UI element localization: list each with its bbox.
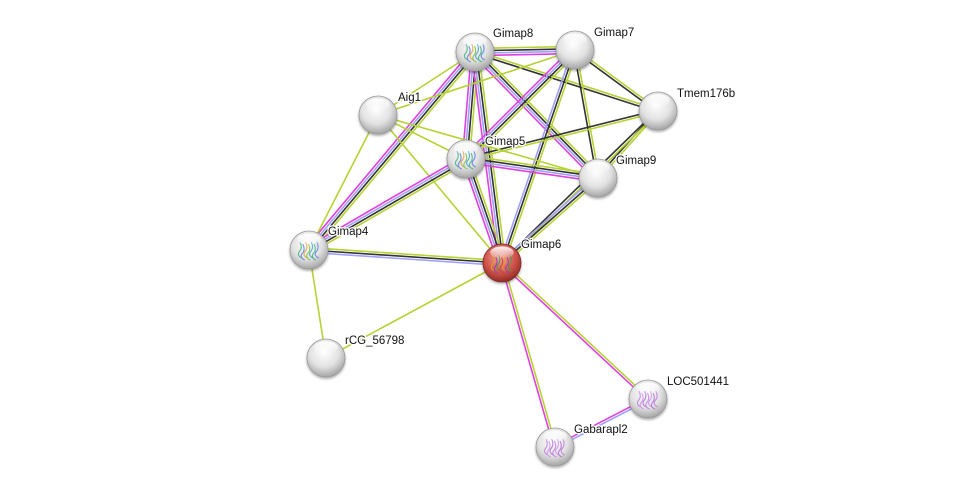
edge-line-textmining: [466, 154, 599, 176]
node-gloss: [454, 142, 478, 155]
edge-Gimap6-LOC501441[interactable]: [500, 261, 650, 401]
edge-Gimap6-rCG_56798[interactable]: [325, 262, 503, 359]
node-Gimap9[interactable]: Gimap9: [578, 154, 658, 198]
node-gloss: [366, 98, 390, 111]
edge-line-homology: [307, 50, 475, 250]
edge-line-textmining: [377, 49, 576, 116]
edge-Gimap7-Gimap9[interactable]: [573, 49, 600, 179]
edge-line-textmining: [503, 179, 601, 266]
edge-line-textmining: [477, 48, 602, 177]
edge-Gimap4-Gimap6[interactable]: [308, 246, 503, 267]
edge-line-textmining: [309, 246, 503, 262]
node-label: rCG_56798: [345, 335, 404, 347]
edge-Gimap7-Gimap5[interactable]: [462, 46, 579, 163]
edge-line-coexpression: [475, 50, 600, 178]
edge-line-homology: [307, 157, 466, 250]
protein-structure-icon: [543, 438, 566, 458]
edge-Gimap5-Gimap4[interactable]: [306, 155, 469, 254]
node-gloss: [490, 246, 514, 259]
node-label: Aig1: [398, 92, 421, 104]
edge-line-coexpression: [501, 177, 599, 264]
edge-line-homology: [464, 48, 575, 159]
edge-line-experiments: [306, 155, 465, 248]
edge-Gimap7-Gimap6[interactable]: [498, 48, 579, 265]
edge-line-coexpression: [465, 109, 658, 159]
node-label: LOC501441: [667, 376, 729, 388]
edge-line-experiments: [500, 263, 555, 448]
node-gloss: [563, 33, 587, 46]
node-Gimap6[interactable]: Gimap6: [482, 238, 563, 283]
edge-line-homology: [473, 52, 598, 180]
edge-line-coexpression: [309, 52, 477, 252]
node-gloss: [646, 94, 670, 107]
edge-line-homology: [498, 48, 574, 263]
node-label: Gimap7: [594, 27, 634, 39]
edge-line-coexpression: [573, 50, 598, 179]
edge-line-textmining: [477, 51, 507, 263]
edge-line-textmining: [502, 261, 650, 399]
edge-line-textmining: [466, 111, 659, 161]
edge-line-textmining: [467, 51, 579, 163]
edge-Aig1-Gimap6[interactable]: [377, 114, 503, 264]
edge-line-experiments: [500, 263, 648, 401]
node-Gimap5[interactable]: Gimap5: [446, 135, 527, 179]
edge-line-textmining: [325, 262, 503, 359]
edge-line-textmining: [308, 114, 379, 251]
edge-Gimap8-Gimap4[interactable]: [305, 49, 479, 253]
node-label: Gimap6: [521, 239, 561, 251]
edge-Gimap8-Gimap9[interactable]: [471, 48, 602, 182]
edge-line-homology: [499, 175, 597, 262]
node-rCG_56798[interactable]: rCG_56798: [306, 334, 406, 378]
edges-layer: [305, 45, 660, 449]
node-gloss: [586, 161, 610, 174]
edge-line-experiments: [305, 49, 473, 249]
edge-Gimap6-Gabarapl2[interactable]: [500, 262, 557, 448]
edge-Gimap5-Gimap9[interactable]: [465, 154, 599, 183]
node-label: Gimap5: [485, 136, 525, 148]
node-Gimap7[interactable]: Gimap7: [555, 26, 636, 70]
node-label: Tmem176b: [677, 88, 735, 100]
node-label: Gimap4: [328, 226, 369, 238]
node-Gimap4[interactable]: Gimap4: [289, 225, 370, 270]
edge-line-textmining: [377, 114, 599, 179]
edge-line-coexpression: [466, 50, 577, 161]
edge-line-textmining: [310, 161, 469, 254]
node-Gabarapl2[interactable]: Gabarapl2: [535, 423, 629, 467]
node-gloss: [543, 430, 567, 443]
edge-line-experiments: [465, 161, 598, 183]
node-Gimap8[interactable]: Gimap8: [455, 27, 535, 72]
node-label: Gabarapl2: [574, 424, 628, 436]
edge-line-homology: [308, 251, 502, 267]
edge-Aig1-Gimap4[interactable]: [308, 114, 379, 251]
edge-line-textmining: [311, 53, 479, 253]
edge-line-experiments: [462, 46, 574, 158]
protein-structure-icon: [463, 43, 486, 63]
edge-line-coexpression: [501, 49, 576, 264]
node-label: Gimap9: [616, 155, 656, 167]
edge-line-textmining: [575, 49, 600, 178]
edge-line-textmining: [502, 262, 557, 447]
edge-line-coexpression: [308, 249, 503, 264]
edge-line-coexpression: [466, 157, 599, 178]
edge-line-homology: [465, 159, 598, 180]
edge-line-coexpression: [475, 51, 504, 263]
edge-line-textmining: [503, 50, 579, 265]
edge-Gimap9-Gimap6[interactable]: [499, 175, 601, 266]
node-gloss: [636, 382, 660, 395]
edge-Gimap7-Aig1[interactable]: [377, 49, 576, 116]
node-Aig1[interactable]: Aig1: [358, 91, 422, 135]
node-gloss: [314, 341, 338, 354]
edge-Aig1-Gimap9[interactable]: [377, 114, 599, 179]
node-Tmem176b[interactable]: Tmem176b: [638, 87, 736, 131]
edge-line-textmining: [377, 114, 503, 264]
node-label: Gimap8: [493, 28, 533, 40]
node-LOC501441[interactable]: LOC501441: [628, 375, 730, 419]
protein-structure-icon: [297, 241, 320, 261]
node-gloss: [463, 35, 487, 48]
node-gloss: [297, 233, 321, 246]
edge-line-experiments: [471, 53, 596, 182]
edge-line-coexpression: [309, 159, 468, 252]
